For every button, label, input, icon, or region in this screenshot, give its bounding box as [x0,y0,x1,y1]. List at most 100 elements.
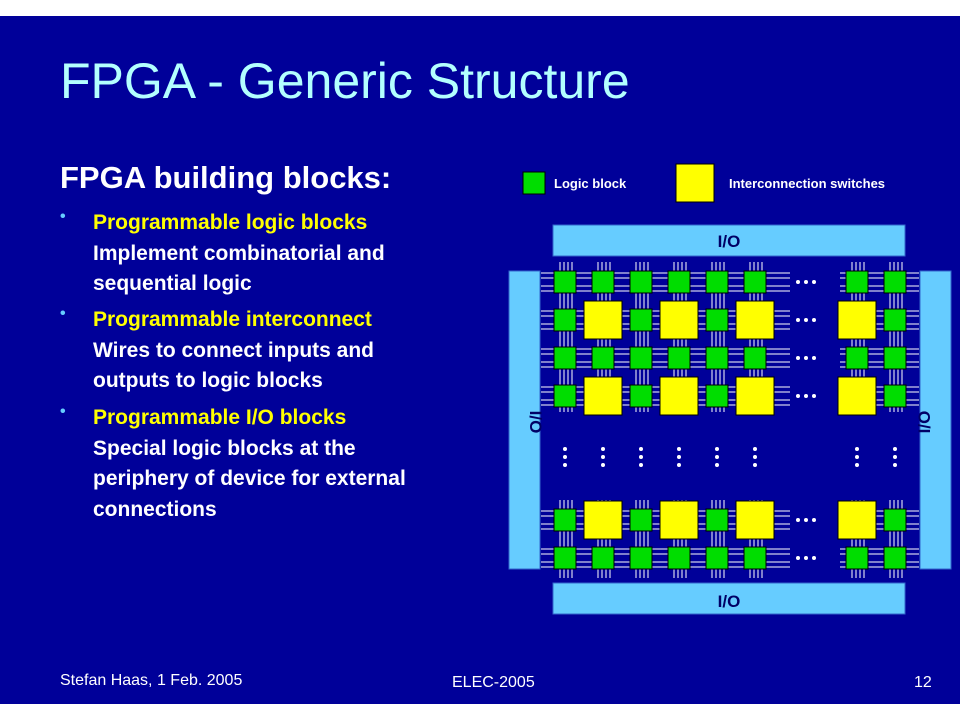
interconnect-switch [735,376,775,416]
io-bar-bottom [552,582,906,615]
logic-block [591,346,615,370]
logic-block [705,384,729,408]
bullet-text: Special logic blocks at the [93,436,356,460]
ellipsis-dot [601,455,605,459]
logic-block [629,270,653,294]
ellipsis-dot [753,447,757,451]
logic-block [705,546,729,570]
ellipsis-dot [812,280,816,284]
ellipsis-dot [563,463,567,467]
ellipsis-dot [804,356,808,360]
ellipsis-dot [601,447,605,451]
interconnect-switch [735,500,775,540]
logic-block [883,508,907,532]
ellipsis-dot [804,280,808,284]
logic-block [883,384,907,408]
interconnect-switch [583,300,623,340]
ellipsis-dot [855,447,859,451]
bullet-title: Programmable interconnect [93,308,372,331]
ellipsis-dot [893,455,897,459]
logic-block [845,546,869,570]
ellipsis-dot [804,518,808,522]
ellipsis-dot [796,318,800,322]
logic-block [845,270,869,294]
footer-course: ELEC-2005 [452,674,535,691]
ellipsis-dot [639,447,643,451]
ellipsis-dot [677,463,681,467]
ellipsis-dot [796,356,800,360]
logic-block [553,346,577,370]
interconnect-switch [583,500,623,540]
logic-block [553,508,577,532]
interconnect-switch [837,500,877,540]
ellipsis-dot [804,318,808,322]
bullet-dot: • [60,208,66,225]
logic-block [629,346,653,370]
interconnect-switch [659,500,699,540]
bullet-text: Wires to connect inputs and [93,338,374,362]
ellipsis-dot [812,318,816,322]
logic-block [705,346,729,370]
section-heading: FPGA building blocks: [60,160,392,195]
ellipsis-dot [812,518,816,522]
io-bar-right [919,270,952,570]
logic-block [705,270,729,294]
logic-block [553,308,577,332]
bullet-text: connections [93,497,217,521]
ellipsis-dot [855,463,859,467]
legend-logic-block-swatch [522,171,546,195]
logic-block [591,546,615,570]
ellipsis-dot [796,556,800,560]
ellipsis-dot [812,556,816,560]
bullet-title: Programmable I/O blocks [93,406,347,429]
ellipsis-dot [796,394,800,398]
logic-block [883,346,907,370]
ellipsis-dot [563,455,567,459]
logic-block [743,270,767,294]
legend-logic-block-label: Logic block [554,176,627,191]
interconnect-switch [735,300,775,340]
logic-block [553,270,577,294]
interconnect-switch [659,376,699,416]
logic-block [667,346,691,370]
interconnect-switch [659,300,699,340]
block-grid [553,270,907,570]
logic-block [667,546,691,570]
bullet-text: periphery of device for external [93,467,406,490]
footer-page-number: 12 [914,674,932,691]
ellipsis-dot [753,455,757,459]
logic-block [667,270,691,294]
ellipsis-dot [812,356,816,360]
logic-block [591,270,615,294]
logic-block [629,508,653,532]
footer-author-date: Stefan Haas, 1 Feb. 2005 [60,672,243,689]
ellipsis-dot [601,463,605,467]
io-label-left: I/O [526,411,545,434]
interconnect-switch [837,300,877,340]
bullet-dot: • [60,403,66,420]
legend-switch-label: Interconnection switches [729,176,885,191]
interconnect-switch [583,376,623,416]
ellipsis-dot [812,394,816,398]
ellipsis-dot [639,455,643,459]
ellipsis-dot [715,447,719,451]
io-bar-top [552,224,906,257]
logic-block [883,546,907,570]
ellipsis-dot [563,447,567,451]
logic-block [553,546,577,570]
ellipsis-dot [639,463,643,467]
logic-block [705,508,729,532]
ellipsis-dot [715,455,719,459]
ellipsis-dot [677,455,681,459]
interconnect-switch [837,376,877,416]
logic-block [705,308,729,332]
ellipsis-dot [753,463,757,467]
io-label-right: I/O [915,411,934,434]
bullet-text: outputs to logic blocks [93,369,323,392]
logic-block [629,546,653,570]
io-bar-left [508,270,541,570]
ellipsis-dot [804,556,808,560]
slide-title: FPGA - Generic Structure [60,53,630,109]
logic-block [629,384,653,408]
